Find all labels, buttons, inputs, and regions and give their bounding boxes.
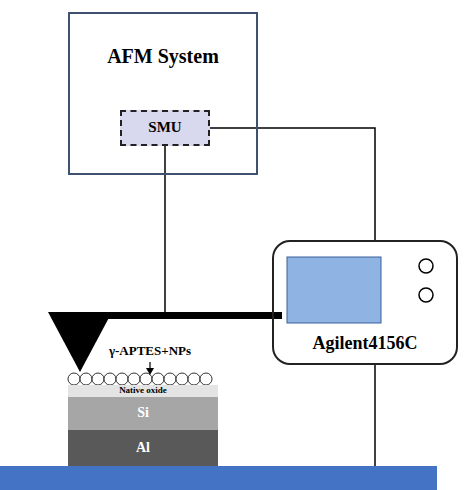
node-label: Native oxide bbox=[119, 386, 167, 395]
instrument-knob bbox=[419, 259, 433, 273]
instrument-box: Agilent4156C bbox=[272, 240, 458, 365]
signal-wire bbox=[210, 128, 375, 240]
nanoparticle bbox=[188, 373, 200, 385]
system-box: AFM SystemSMU bbox=[68, 12, 258, 175]
nanoparticle bbox=[80, 373, 92, 385]
nanoparticle bbox=[92, 373, 104, 385]
node-label: Si bbox=[137, 406, 149, 421]
node-label: AFM System bbox=[107, 46, 219, 67]
ground-wire bbox=[374, 365, 376, 466]
afm-tip bbox=[48, 312, 112, 372]
material-label: γ-APTES+NPs bbox=[109, 343, 191, 359]
node-label: Al bbox=[136, 441, 150, 456]
nanoparticle bbox=[140, 373, 152, 385]
instrument-knob bbox=[419, 288, 433, 302]
nanoparticle bbox=[68, 373, 80, 385]
silicon-layer: Si bbox=[68, 397, 218, 430]
sample-stage bbox=[0, 466, 437, 490]
nanoparticle bbox=[164, 373, 176, 385]
nanoparticle bbox=[128, 373, 140, 385]
probe-wire bbox=[164, 146, 166, 312]
nanoparticle bbox=[176, 373, 188, 385]
node-label: Agilent4156C bbox=[313, 334, 418, 353]
nanoparticles bbox=[68, 373, 212, 385]
leader-arrowhead bbox=[146, 368, 154, 375]
node-label: SMU bbox=[148, 120, 181, 136]
instrument-screen bbox=[287, 257, 381, 323]
nanoparticle bbox=[104, 373, 116, 385]
nanoparticle bbox=[152, 373, 164, 385]
aluminium-layer: Al bbox=[68, 430, 218, 466]
smu-box: SMU bbox=[120, 110, 210, 146]
oxide-layer: Native oxide bbox=[68, 385, 218, 397]
nanoparticle bbox=[200, 373, 212, 385]
nanoparticle bbox=[116, 373, 128, 385]
